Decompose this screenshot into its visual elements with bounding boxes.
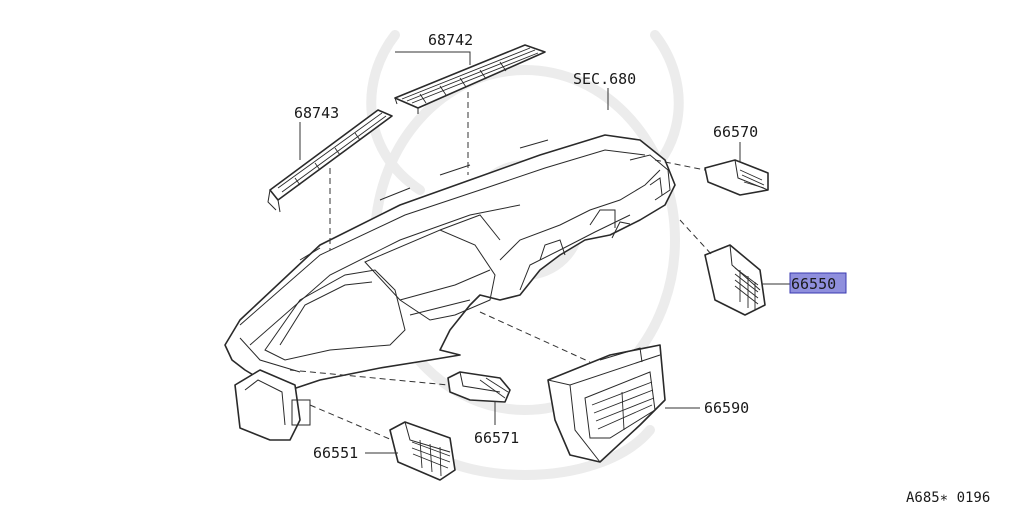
connector-lines — [289, 51, 790, 454]
vent-66551[interactable] — [389, 421, 456, 481]
diagram-code: A685∗ 0196 — [906, 490, 990, 506]
label-66590[interactable]: 66590 — [704, 399, 749, 417]
label-66571[interactable]: 66571 — [474, 429, 519, 447]
label-66570[interactable]: 66570 — [713, 123, 758, 141]
side-vent-66570[interactable] — [704, 159, 769, 196]
label-sec-680[interactable]: SEC.680 — [573, 70, 636, 88]
instrument-panel[interactable] — [224, 134, 676, 441]
label-68742[interactable]: 68742 — [428, 31, 473, 49]
center-vent-66590[interactable] — [547, 344, 666, 463]
defroster-grille-68743[interactable] — [267, 109, 393, 213]
label-68743[interactable]: 68743 — [294, 104, 339, 122]
label-66551[interactable]: 66551 — [313, 444, 358, 462]
side-vent-66550[interactable] — [704, 244, 766, 316]
defroster-grille-68742[interactable] — [394, 44, 546, 114]
label-66550[interactable]: 66550 — [791, 275, 836, 293]
label-66550-highlight — [789, 272, 847, 294]
vent-66571[interactable] — [447, 371, 511, 403]
